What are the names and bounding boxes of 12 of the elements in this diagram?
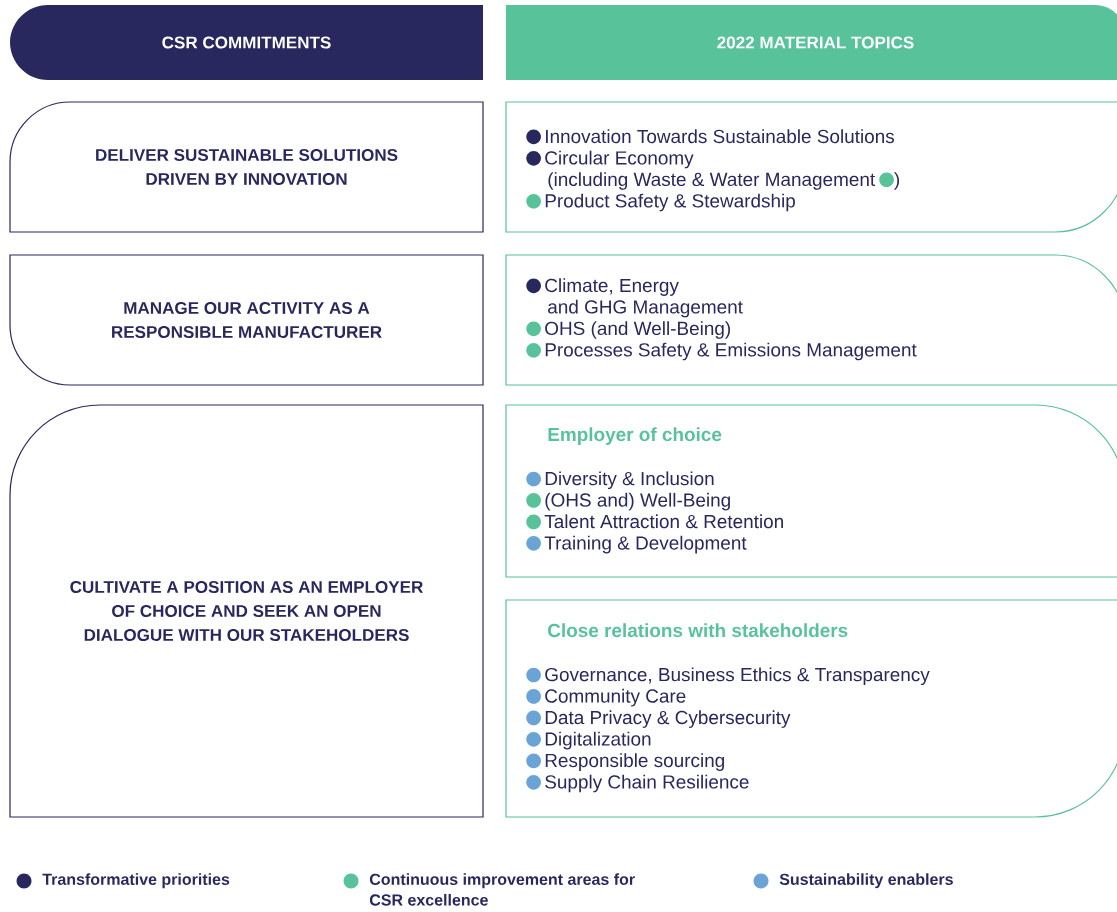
commitment-box: CULTIVATE A POSITION AS AN EMPLOYER OF CHOICE AND SEEK AN OPEN DIALOGUE WITH OUR STAKEHOLDERS (9, 404, 484, 818)
topics-box: Climate, Energy and GHG Management OHS (and Well-Being) Processes Safety & Emissions Management (505, 254, 1117, 386)
topics-box: Innovation Towards Sustainable Solutions Circular Economy (including Waste & Water Management ) Product Safety & Stewardship (505, 101, 1117, 233)
legend-label: Transformative priorities (42, 873, 230, 889)
commitment-box: MANAGE OUR ACTIVITY AS A RESPONSIBLE MANUFACTURER (9, 254, 484, 386)
legend-label: Sustainability enablers (779, 873, 953, 889)
topics-box: Employer of choice Diversity & Inclusion (OHS and) Well-Being Talent Attraction & Retention Training & Development (505, 404, 1117, 578)
legend-label: Continuous improvement areas for CSR excellence (369, 873, 635, 906)
topics-box: Close relations with stakeholders Governance, Business Ethics & Transparency Community Care Data Privacy & Cybersecurity Digitalization Responsible sourcing Supply Chain Resilience (505, 599, 1117, 818)
header-bar: CSR COMMITMENTS (10, 5, 483, 80)
commitment-box: DELIVER SUSTAINABLE SOLUTIONS DRIVEN BY INNOVATION (9, 101, 484, 233)
header-bar: 2022 MATERIAL TOPICS (506, 5, 1117, 80)
